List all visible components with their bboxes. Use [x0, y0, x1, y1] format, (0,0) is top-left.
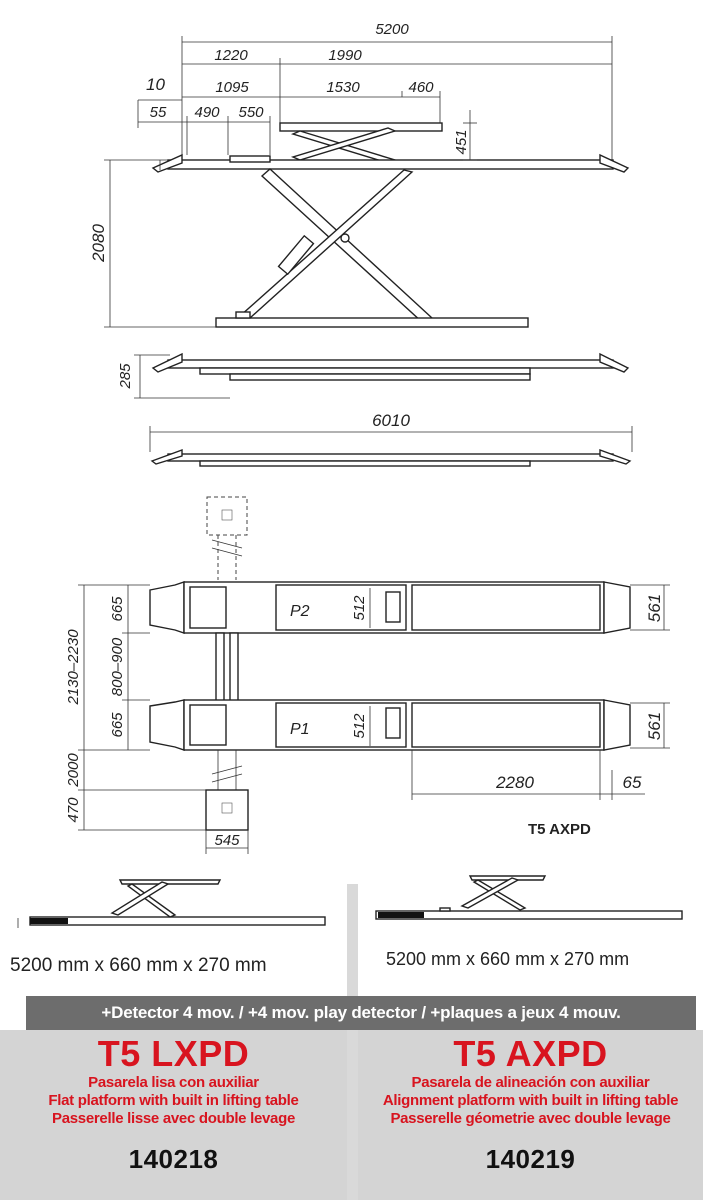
- description-en: Alignment platform with built in lifting…: [382, 1092, 679, 1109]
- dim-1220: 1220: [214, 47, 248, 64]
- dim-5200: 5200: [375, 21, 409, 38]
- platform-label-p1: P1: [290, 721, 310, 738]
- size-label-lxpd: 5200 mm x 660 mm x 270 mm: [10, 955, 267, 976]
- description-fr: Passerelle lisse avec double levage: [52, 1110, 295, 1127]
- dim-285: 285: [117, 363, 134, 390]
- description-es: Pasarela lisa con auxiliar: [88, 1074, 259, 1091]
- dim-512-bottom: 512: [351, 713, 368, 739]
- description-en: Flat platform with built in lifting tabl…: [48, 1092, 299, 1109]
- description-fr: Passerelle géometrie avec double levage: [390, 1110, 671, 1127]
- model-name: T5 AXPD: [453, 1033, 608, 1074]
- dim-800-900: 800–900: [109, 637, 126, 696]
- column-divider: [347, 884, 358, 1200]
- dim-1990: 1990: [328, 47, 362, 64]
- dim-2000: 2000: [65, 753, 82, 788]
- dim-561-top: 561: [645, 594, 664, 622]
- dim-1530: 1530: [326, 79, 360, 96]
- dim-490: 490: [194, 104, 220, 121]
- product-code: 140219: [485, 1144, 576, 1174]
- description-es: Pasarela de alineación con auxiliar: [411, 1074, 650, 1091]
- dim-451: 451: [453, 129, 470, 154]
- top-dimension-chains: [137, 36, 613, 160]
- product-panel-lxpd: T5 LXPD Pasarela lisa con auxiliar Flat …: [0, 1030, 347, 1200]
- model-name: T5 LXPD: [97, 1033, 250, 1074]
- side-view-lowered: [134, 352, 630, 399]
- dim-2080: 2080: [89, 224, 108, 263]
- dim-470: 470: [65, 797, 82, 823]
- dim-561-bottom: 561: [645, 712, 664, 740]
- side-view-raised: [104, 110, 630, 328]
- platform-label-p2: P2: [290, 603, 310, 620]
- dim-550: 550: [238, 104, 264, 121]
- technical-drawing: 5200 1220 1990 10 1095 1530 460 55 490 5…: [17, 21, 683, 928]
- product-code: 140218: [128, 1144, 219, 1174]
- thumbnail-axpd: [375, 875, 683, 920]
- dim-1095: 1095: [215, 79, 249, 96]
- product-panel-axpd: T5 AXPD Pasarela de alineación con auxil…: [358, 1030, 703, 1200]
- size-label-axpd: 5200 mm x 660 mm x 270 mm: [386, 949, 630, 969]
- thumbnail-lxpd: [17, 879, 326, 928]
- dim-65: 65: [623, 773, 642, 792]
- detector-banner: +Detector 4 mov. / +4 mov. play detector…: [26, 996, 696, 1030]
- dim-512-top: 512: [351, 595, 368, 621]
- dim-55: 55: [150, 104, 167, 121]
- dim-460: 460: [408, 79, 434, 96]
- dim-6010: 6010: [372, 411, 410, 430]
- dim-10: 10: [146, 75, 165, 94]
- dim-665-bottom: 665: [109, 712, 126, 738]
- dim-665-top: 665: [109, 596, 126, 622]
- dim-2280: 2280: [495, 773, 534, 792]
- dim-545: 545: [214, 832, 240, 849]
- overall-length-view: [149, 426, 633, 467]
- dim-2130-2230: 2130–2230: [65, 629, 82, 706]
- plan-view: [78, 496, 670, 854]
- drawing-model-ref: T5 AXPD: [528, 821, 591, 838]
